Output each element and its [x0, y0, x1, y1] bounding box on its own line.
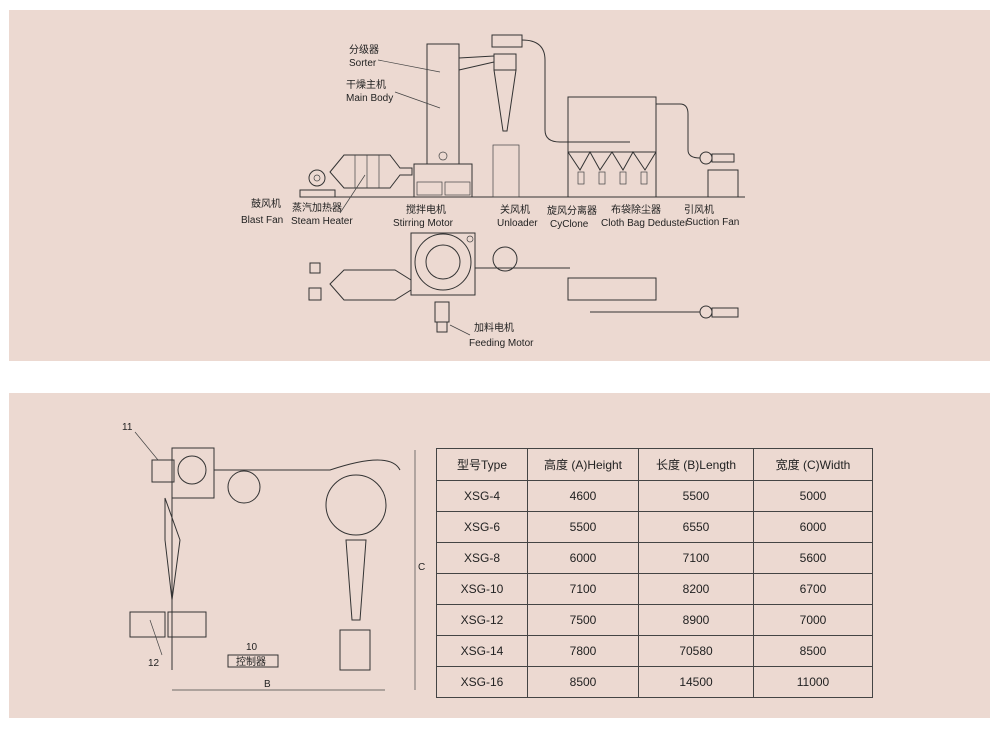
svg-text:CyClone: CyClone: [550, 219, 589, 230]
cell-type: XSG-8: [436, 542, 528, 574]
svg-text:Suction Fan: Suction Fan: [686, 217, 739, 228]
callout-12: 12: [148, 658, 160, 669]
label-cloth-bag: 布袋除尘器 Cloth Bag Deduster: [601, 203, 689, 229]
svg-text:Feeding Motor: Feeding Motor: [469, 338, 534, 349]
cloth-bag-deduster: [567, 96, 657, 197]
cell-length: 8900: [638, 604, 754, 636]
main-body-tower: [413, 43, 473, 198]
suction-duct: [656, 103, 701, 159]
cell-type: XSG-16: [436, 666, 528, 698]
svg-text:蒸汽加热器: 蒸汽加热器: [292, 201, 342, 214]
cell-type: XSG-14: [436, 635, 528, 667]
label-feeding-motor: 加料电机 Feeding Motor: [449, 321, 534, 349]
cell-height: 5500: [527, 511, 639, 543]
svg-text:Steam Heater: Steam Heater: [291, 216, 353, 227]
header-width: 宽度 (C)Width: [753, 448, 873, 481]
duct: [521, 39, 630, 143]
cell-length: 7100: [638, 542, 754, 574]
cell-width: 11000: [753, 666, 873, 698]
header-height: 高度 (A)Height: [527, 448, 639, 481]
cell-width: 6700: [753, 573, 873, 605]
svg-text:分级器: 分级器: [349, 44, 379, 56]
label-suction-fan: 引风机 Suction Fan: [684, 203, 739, 228]
svg-text:加料电机: 加料电机: [474, 321, 514, 334]
header-length: 长度 (B)Length: [638, 448, 754, 481]
cell-height: 7100: [527, 573, 639, 605]
layout-drawing: [129, 431, 416, 691]
svg-text:鼓风机: 鼓风机: [251, 197, 281, 210]
cyclone: [458, 34, 523, 198]
label-cyclone: 旋风分离器 CyClone: [547, 204, 597, 230]
cell-length: 6550: [638, 511, 754, 543]
svg-text:Unloader: Unloader: [497, 218, 538, 229]
svg-text:旋风分离器: 旋风分离器: [547, 204, 597, 217]
cell-height: 4600: [527, 480, 639, 512]
label-main-body: 干燥主机 Main Body: [346, 78, 441, 109]
cell-type: XSG-4: [436, 480, 528, 512]
svg-text:Sorter: Sorter: [349, 58, 377, 69]
dimension-c: C: [418, 562, 425, 573]
label-sorter: 分级器 Sorter: [349, 44, 441, 73]
svg-text:引风机: 引风机: [684, 203, 714, 216]
svg-text:布袋除尘器: 布袋除尘器: [611, 203, 661, 216]
dimension-b: B: [264, 679, 271, 690]
header-type: 型号Type: [436, 448, 528, 481]
cell-length: 5500: [638, 480, 754, 512]
svg-text:Stirring Motor: Stirring Motor: [393, 218, 454, 229]
callout-11: 11: [122, 422, 133, 433]
label-stirring-motor: 搅拌电机 Stirring Motor: [393, 203, 454, 229]
callout-10: 10: [246, 642, 258, 653]
controller-label: 控制器: [236, 655, 266, 668]
table-header-row: 型号Type 高度 (A)Height 长度 (B)Length 宽度 (C)W…: [436, 448, 873, 481]
svg-text:Blast Fan: Blast Fan: [241, 215, 283, 226]
svg-text:干燥主机: 干燥主机: [346, 78, 386, 91]
cell-height: 7500: [527, 604, 639, 636]
spec-table: 型号Type 高度 (A)Height 长度 (B)Length 宽度 (C)W…: [436, 448, 873, 698]
cell-type: XSG-10: [436, 573, 528, 605]
suction-fan: [699, 151, 739, 198]
cell-height: 8500: [527, 666, 639, 698]
svg-text:关风机: 关风机: [500, 203, 530, 216]
svg-text:Cloth Bag Deduster: Cloth Bag Deduster: [601, 218, 689, 229]
cell-width: 5600: [753, 542, 873, 574]
cell-length: 8200: [638, 573, 754, 605]
cell-height: 6000: [527, 542, 639, 574]
plan-view: [308, 232, 739, 333]
cell-width: 6000: [753, 511, 873, 543]
process-flow-panel: [9, 10, 990, 361]
cell-type: XSG-6: [436, 511, 528, 543]
svg-text:搅拌电机: 搅拌电机: [406, 203, 446, 216]
steam-heater: [329, 154, 413, 189]
cell-width: 5000: [753, 480, 873, 512]
cell-width: 8500: [753, 635, 873, 667]
cell-width: 7000: [753, 604, 873, 636]
label-unloader: 关风机 Unloader: [497, 203, 538, 229]
label-steam-heater: 蒸汽加热器 Steam Heater: [291, 174, 366, 227]
blast-fan: [299, 169, 336, 198]
cell-length: 70580: [638, 635, 754, 667]
cell-length: 14500: [638, 666, 754, 698]
cell-height: 7800: [527, 635, 639, 667]
cell-type: XSG-12: [436, 604, 528, 636]
label-blast-fan: 鼓风机 Blast Fan: [241, 197, 283, 226]
svg-text:Main Body: Main Body: [346, 93, 393, 104]
